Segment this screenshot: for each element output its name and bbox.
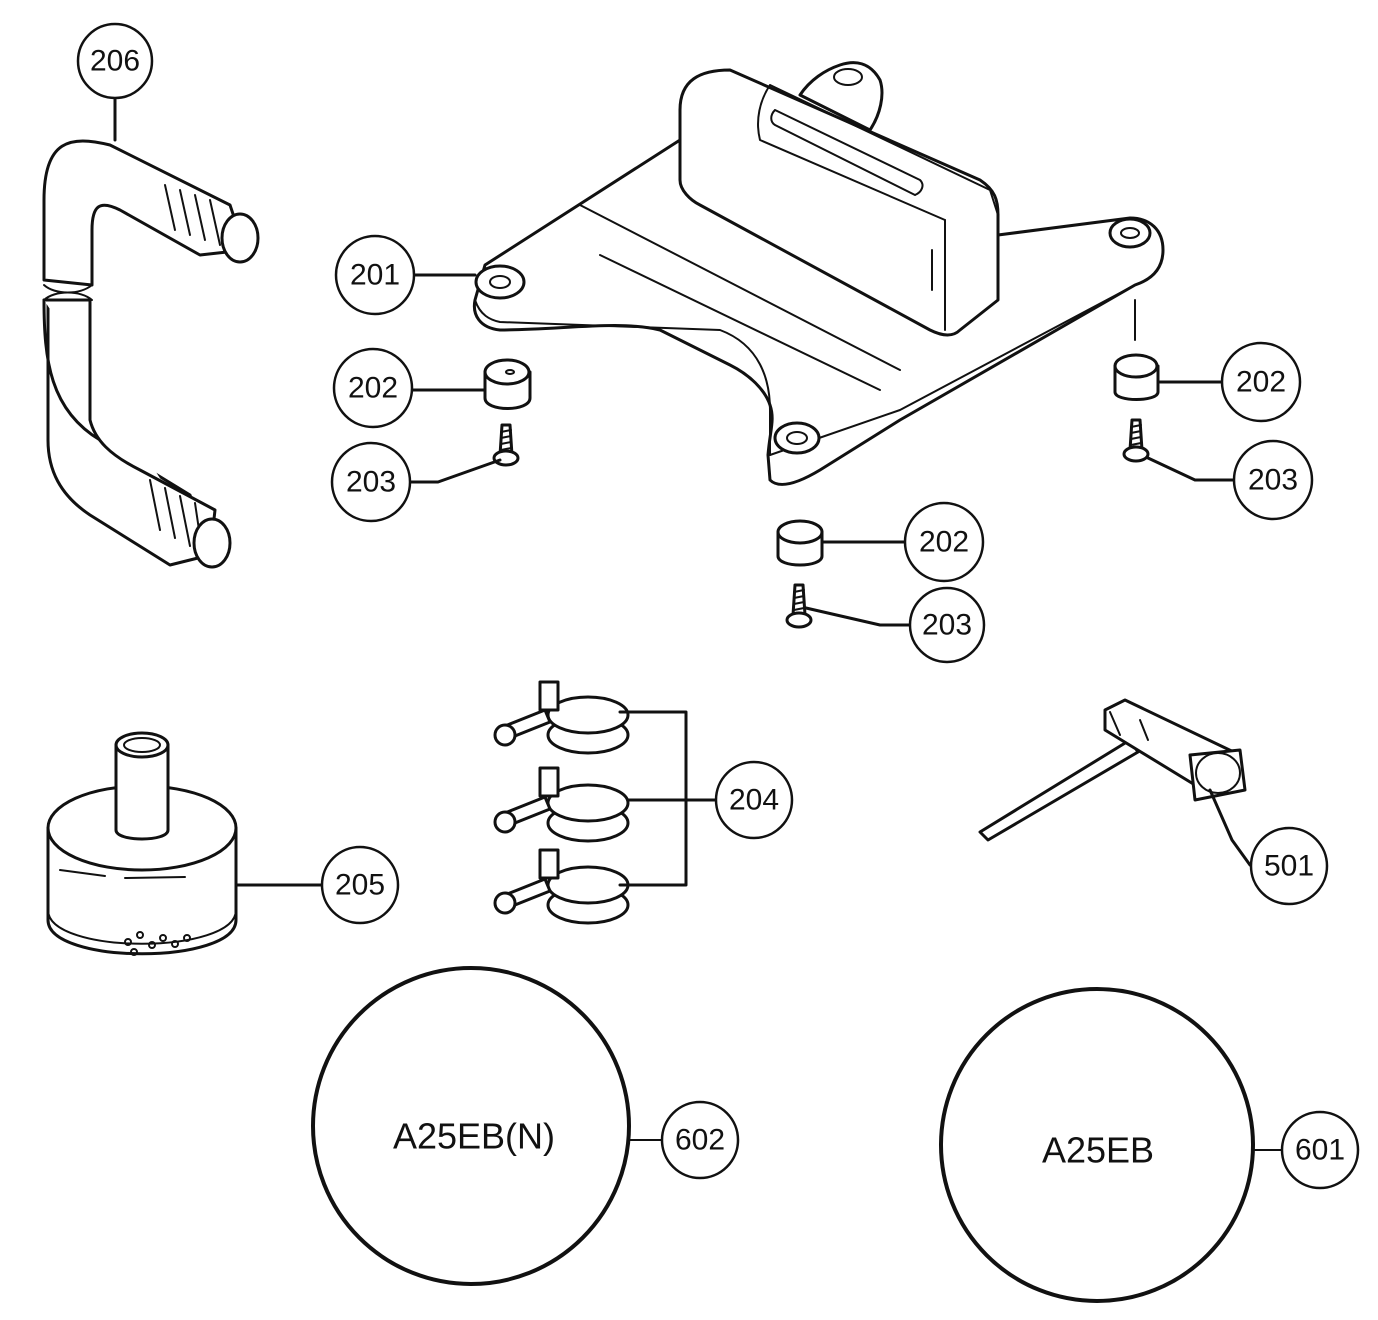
callout-203-right: 203 [1232,439,1314,521]
callout-203-right-label: 203 [1248,464,1298,497]
screw-203-left [408,423,520,484]
callout-203-left-label: 203 [346,466,396,499]
callout-501: 501 [1249,826,1329,906]
callout-201-label: 201 [350,259,400,292]
callout-601: 601 [1280,1110,1360,1190]
callout-201: 201 [334,234,416,316]
clamp-bottom [493,848,630,925]
model-badge-left [311,966,663,1286]
callout-202-left-label: 202 [348,372,398,405]
callout-206: 206 [76,22,154,100]
callout-202-bottom-label: 202 [919,526,969,559]
callout-202-left: 202 [332,347,414,429]
callout-202-right: 202 [1220,341,1302,423]
callout-203-bottom-label: 203 [922,609,972,642]
callout-202-bottom: 202 [903,501,985,583]
hose-206 [42,95,260,569]
screw-203-bottom [785,583,914,629]
callout-602-label: 602 [675,1124,725,1157]
spark-plug-wrench-501 [978,698,1252,867]
callout-203-left: 203 [330,441,412,523]
screw-203-right [1122,418,1236,482]
callout-206-label: 206 [90,45,140,78]
callout-205-label: 205 [335,869,385,902]
clamp-middle [493,766,630,843]
callout-204: 204 [714,760,794,840]
rubber-foot-202-right [1113,353,1224,401]
clamp-top [493,680,630,755]
rubber-foot-202-bottom [776,519,908,567]
model-label-left: A25EB(N) [393,1116,555,1157]
filter-205 [46,731,324,956]
callout-204-label: 204 [729,784,779,817]
callout-601-label: 601 [1295,1134,1345,1167]
base-plate-201 [412,61,1165,486]
callout-205: 205 [320,845,400,925]
model-badge-right [939,987,1283,1303]
hose-clamps-204 [493,680,718,925]
callout-202-right-label: 202 [1236,366,1286,399]
callout-602: 602 [660,1100,740,1180]
rubber-foot-202-left [410,358,532,410]
callout-501-label: 501 [1264,850,1314,883]
model-label-right: A25EB [1042,1130,1154,1171]
callout-203-bottom: 203 [908,586,986,664]
